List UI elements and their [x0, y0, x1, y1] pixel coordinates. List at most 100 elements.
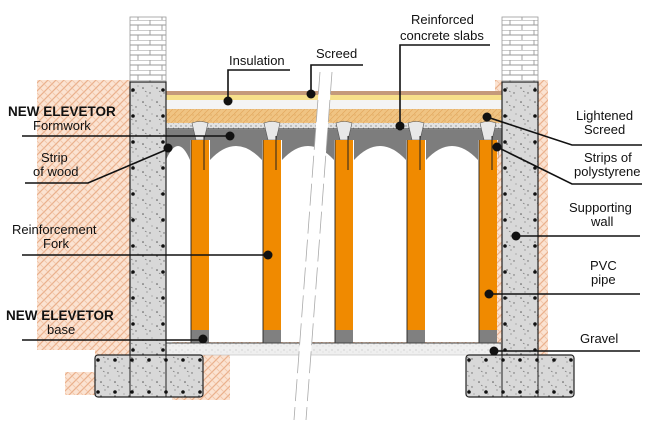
rebar-dot — [569, 358, 573, 362]
rebar-dot — [130, 358, 134, 362]
rebar-dot — [503, 270, 507, 274]
floor-layers — [165, 91, 502, 130]
rebar-dot — [552, 390, 556, 394]
supporting-wall-right — [465, 81, 575, 398]
polystyrene-strip — [479, 121, 497, 141]
label-reinforced-slabs-line2: concrete slabs — [400, 28, 484, 43]
formwork-arch — [354, 130, 406, 160]
rebar-dot — [533, 192, 537, 196]
label-strip-wood-line1: Strip — [41, 150, 68, 165]
rebar-dot — [503, 322, 507, 326]
pvc-pipe — [407, 140, 425, 340]
rebar-dot — [181, 390, 185, 394]
label-strip-wood-line2: of wood — [33, 164, 79, 179]
rebar-dot — [131, 348, 135, 352]
leader-polystyrene — [496, 146, 642, 185]
rebar-dot — [503, 140, 507, 144]
rebar — [96, 88, 573, 394]
polystyrene-strip — [407, 121, 425, 141]
brick-wall-right — [501, 16, 539, 83]
rebar-dot — [164, 390, 168, 394]
gravel-layer — [164, 342, 502, 356]
rebar-dot — [147, 358, 151, 362]
rebar-dot — [96, 390, 100, 394]
pvc-pipes — [190, 136, 497, 343]
label-lightened-line2: Screed — [584, 122, 625, 137]
rebar-dot — [503, 218, 507, 222]
rebar-dot — [161, 192, 165, 196]
rebar-dot — [96, 358, 100, 362]
rebar-dot — [161, 348, 165, 352]
label-base-title: NEW ELEVETOR — [6, 308, 114, 323]
pipe-base — [407, 330, 425, 343]
pipe-base — [263, 330, 281, 343]
rebar-dot — [161, 114, 165, 118]
label-supporting-line2: wall — [590, 214, 614, 229]
rebar-dot — [467, 390, 471, 394]
concrete-slab-top — [165, 123, 502, 130]
rebar-dot — [467, 358, 471, 362]
label-pvc-line2: pipe — [591, 272, 616, 287]
rebar-dot — [501, 390, 505, 394]
rebar-dot — [161, 296, 165, 300]
pvc-pipe — [335, 140, 353, 340]
label-lightened-line1: Lightened — [576, 108, 633, 123]
label-pvc-line1: PVC — [590, 258, 617, 273]
label-base-sub: base — [47, 322, 75, 337]
rebar-dot — [131, 140, 135, 144]
rebar-dot — [161, 166, 165, 170]
label-polystyrene-line1: Strips of — [584, 150, 632, 165]
rebar-dot — [131, 218, 135, 222]
rebar-dot — [161, 88, 165, 92]
below-gravel-void — [230, 355, 466, 400]
pvc-pipe — [263, 140, 281, 340]
rebar-dot — [503, 192, 507, 196]
rebar-dot — [161, 322, 165, 326]
rebar-dot — [198, 390, 202, 394]
rebar-dot — [501, 358, 505, 362]
rebar-dot — [535, 390, 539, 394]
label-reinforcement-fork-line1: Reinforcement — [12, 222, 97, 237]
leader-lightened-screed — [486, 116, 642, 146]
rebar-dot — [164, 358, 168, 362]
label-formwork-title: NEW ELEVETOR — [8, 104, 116, 119]
rebar-dot — [131, 114, 135, 118]
rebar-dot — [533, 244, 537, 248]
screed-layer — [165, 91, 502, 95]
rebar-dot — [569, 390, 573, 394]
polystyrene-strip — [263, 121, 281, 141]
leader-reinforced-slabs — [399, 44, 490, 126]
label-gravel: Gravel — [580, 331, 618, 346]
label-reinforcement-fork-line2: Fork — [43, 236, 70, 251]
brick-wall-left — [129, 16, 167, 83]
pvc-pipe — [479, 140, 497, 340]
rebar-dot — [130, 390, 134, 394]
insulation-white-layer — [165, 100, 502, 109]
formwork-arches — [166, 121, 502, 160]
rebar-dot — [131, 296, 135, 300]
label-reinforced-slabs-line1: Reinforced — [411, 12, 474, 27]
rebar-dot — [533, 140, 537, 144]
leader-insulation — [227, 69, 290, 100]
leader-dots — [163, 89, 521, 356]
rebar-dot — [161, 140, 165, 144]
rebar-dot — [518, 358, 522, 362]
polystyrene-strip — [335, 121, 353, 141]
rebar-dot — [131, 244, 135, 248]
rebar-dot — [503, 296, 507, 300]
rebar-dot — [198, 358, 202, 362]
rebar-dot — [503, 244, 507, 248]
rebar-dot — [533, 114, 537, 118]
rebar-dot — [147, 390, 151, 394]
pvc-pipe — [191, 140, 209, 340]
rebar-dot — [503, 114, 507, 118]
rebar-dot — [161, 244, 165, 248]
pipe-base — [335, 330, 353, 343]
label-formwork-sub: Formwork — [33, 118, 91, 133]
lightened-screed-layer — [165, 109, 502, 123]
formwork-arch — [210, 130, 262, 160]
break-lines — [293, 71, 333, 421]
rebar-dot — [131, 166, 135, 170]
label-polystyrene-line2: polystyrene — [574, 164, 640, 179]
